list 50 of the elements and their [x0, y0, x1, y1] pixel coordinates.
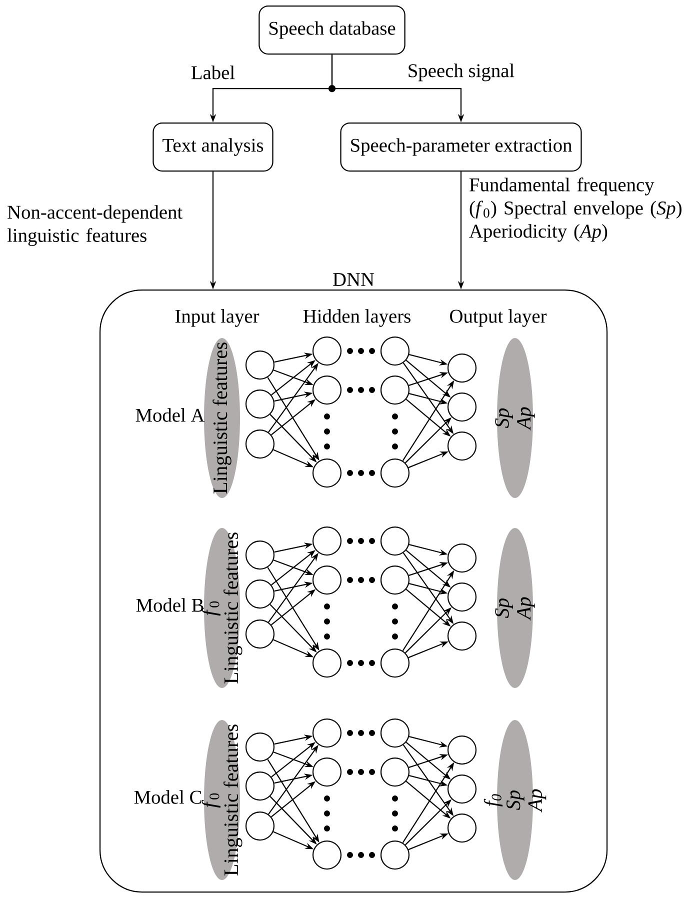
neuron-circle — [245, 811, 275, 841]
neuron-circle — [447, 735, 477, 765]
neuron-circle — [447, 774, 477, 804]
neuron-circle — [380, 375, 410, 405]
neuron-circle — [380, 336, 410, 366]
neuron-circle — [447, 813, 477, 843]
neuron-circle — [380, 757, 410, 787]
node-label: DNN — [333, 273, 374, 286]
edge-label: Non-accent-dependent linguistic features — [7, 205, 183, 246]
neuron-circle — [380, 718, 410, 748]
process-box: Text analysis — [152, 122, 274, 172]
neuron-circle — [380, 648, 410, 678]
neuron-circle — [245, 429, 275, 459]
neuron-circle — [245, 579, 275, 609]
neuron-circle — [312, 757, 342, 787]
edge-label: Fundamental frequency (f$_{0}$) Spectral envelope (Sp) Aperiodicity (Ap) — [469, 178, 682, 242]
neuron-circle — [447, 582, 477, 612]
neuron-circle — [245, 619, 275, 649]
neuron-circle — [312, 336, 342, 366]
neuron-circle — [245, 389, 275, 419]
process-box: Speech-parameter extraction — [340, 122, 582, 172]
layer-heading: Hidden layers — [303, 309, 410, 327]
neuron-circle — [245, 732, 275, 762]
model-label: Model B — [136, 598, 204, 612]
neuron-circle — [312, 840, 342, 870]
edge-label: Label — [191, 66, 235, 80]
neuron-circle — [312, 718, 342, 748]
neuron-circle — [447, 543, 477, 573]
edge-label: Speech signal — [408, 64, 514, 82]
neuron-circle — [447, 353, 477, 383]
neuron-circle — [380, 458, 410, 488]
layer-heading: Input layer — [175, 309, 260, 327]
neuron-circle — [245, 540, 275, 570]
layer-heading: Output layer — [450, 309, 547, 327]
neuron-circle — [245, 771, 275, 801]
neuron-circle — [312, 565, 342, 595]
neuron-circle — [380, 565, 410, 595]
neuron-circle — [380, 526, 410, 556]
process-box: Speech database — [258, 5, 406, 55]
neuron-circle — [447, 431, 477, 461]
neuron-circle — [380, 840, 410, 870]
neuron-circle — [312, 526, 342, 556]
neuron-circle — [312, 458, 342, 488]
model-label: Model A — [136, 408, 205, 422]
neuron-circle — [447, 392, 477, 422]
neuron-circle — [245, 350, 275, 380]
neuron-circle — [312, 648, 342, 678]
neuron-circle — [312, 375, 342, 405]
neuron-circle — [447, 621, 477, 651]
model-label: Model C — [134, 790, 202, 804]
